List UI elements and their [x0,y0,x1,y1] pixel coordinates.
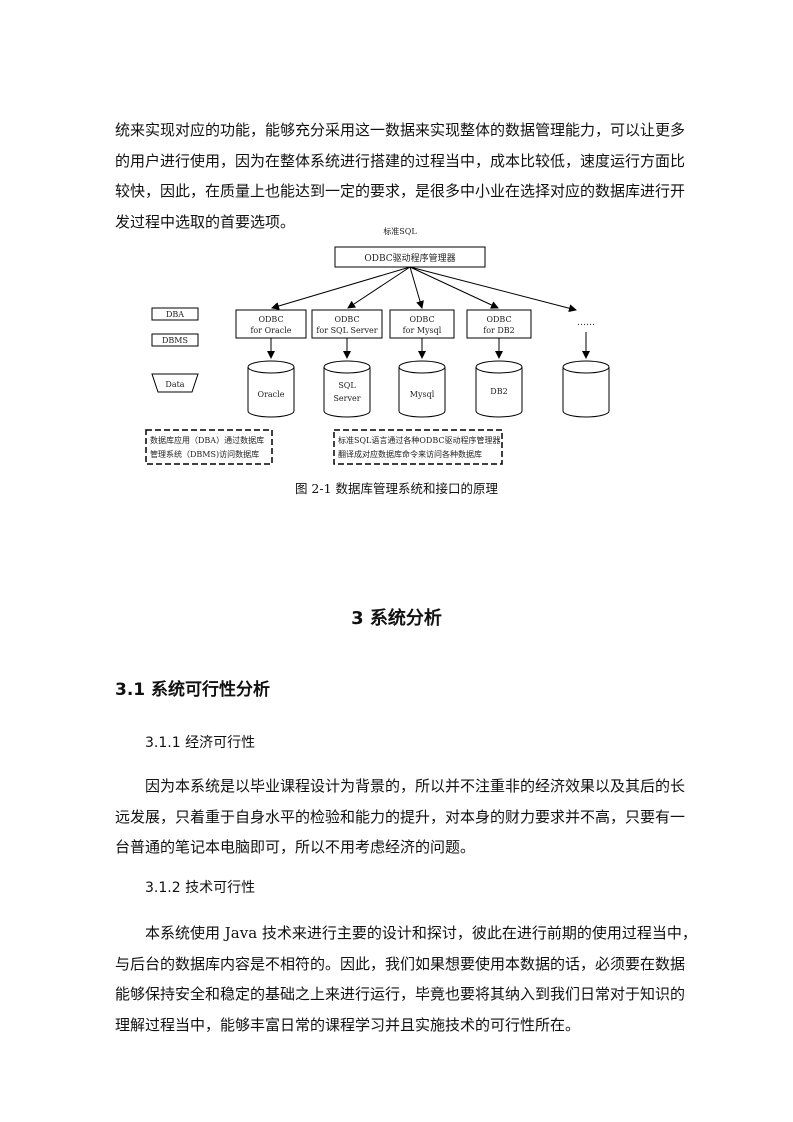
text-line: 理解过程当中，能够丰富日常的课程学习并且实施技术的可行性所在。 [115,1015,581,1034]
text-line: 台普通的笔记本电脑即可，所以不用考虑经济的问题。 [115,838,476,856]
db-label: Server [333,394,360,403]
top-label: 标准SQL [383,226,417,236]
db-label: SQL [338,381,356,390]
arrow [409,266,499,309]
db-cylinder-oracle [247,360,295,418]
text-line: 发过程中选取的首要选项。 [115,212,296,231]
arrow [409,266,424,309]
text-line: 能够保持安全和稳定的基础之上来进行运行，毕竟也要将其纳入到我们日常对于知识的 [115,985,686,1003]
text-line: 的用户进行使用，因为在整体系统进行搭建的过程当中，成本比较低，速度运行方面比 [115,151,686,170]
ellipsis: …… [577,318,595,328]
driver-label: ODBC [409,315,434,324]
db-cylinder-other [562,360,610,418]
dba-box [151,307,199,321]
chapter-title: 3 系统分析 [351,608,442,629]
odbc-diagram: 标准SQL ODBC驱动程序管理器 DBA DBMS Data ODBC for… [140,222,660,512]
driver-label: for Oracle [250,326,291,335]
figure-caption: 图 2-1 数据库管理系统和接口的原理 [294,481,499,496]
text-line: 较快，因此，在质量上也能达到一定的要求，是很多中小业在选择对应的数据库进行开 [115,182,686,200]
arrow [409,266,577,313]
driver-label: for Mysql [403,326,442,335]
note-left-line: 数据库应用（DBA）通过数据库 [150,435,264,445]
note-right-line: 标准SQL语言通过各种ODBC驱动程序管理器 [338,435,500,445]
text-line: 统来实现对应的功能，能够充分采用这一数据来实现整体的数据管理能力，可以让更多 [115,121,686,139]
arrow [347,266,411,309]
dba-label: DBA [166,310,184,319]
db-label: Oracle [258,390,285,399]
driver-label: for DB2 [483,326,515,335]
driver-label: for SQL Server [316,326,377,335]
note-left-line: 管理系统（DBMS)访问数据库 [150,449,259,459]
text-line: 本系统使用 Java 技术来进行主要的设计和探讨，彼此在进行前期的使用过程当中， [145,924,697,942]
data-shape [151,373,199,393]
economic-paragraph: 因为本系统是以毕业课程设计为背景的，所以并不注重非的经济效果以及其后的长 远发展… [115,771,720,863]
text-line: 与后台的数据库内容是不相符的。因此，我们如果想要使用本数据的话，必须要在数据 [115,954,686,973]
db-cylinder-sqlserver [323,360,371,418]
manager-label: ODBC驱动程序管理器 [364,252,455,264]
intro-paragraph: 统来实现对应的功能，能够充分采用这一数据来实现整体的数据管理能力，可以让更多 的… [115,115,720,237]
text-line: 因为本系统是以毕业课程设计为背景的，所以并不注重非的经济效果以及其后的长 [145,777,686,795]
driver-label: ODBC [334,315,359,324]
note-left-box [145,429,273,465]
driver-label: ODBC [258,315,283,324]
subsection-title-technical: 3.1.2 技术可行性 [145,880,256,896]
db-cylinder-mysql [398,360,446,418]
dbms-box [151,333,199,347]
db-label: DB2 [490,387,507,396]
db-label: Mysql [410,390,435,399]
db-cylinder-db2 [475,360,523,418]
dbms-label: DBMS [162,336,188,345]
driver-label: ODBC [486,315,511,324]
data-label: Data [165,380,184,389]
arrow [271,266,411,310]
text-line: 远发展，只着重于自身水平的检验和能力的提升，对本身的财力要求并不高，只要有一 [115,807,686,826]
note-right-line: 翻译成对应数据库命令来访问各种数据库 [338,449,482,459]
section-title: 3.1 系统可行性分析 [115,680,271,700]
technical-paragraph: 本系统使用 Java 技术来进行主要的设计和探讨，彼此在进行前期的使用过程当中，… [115,918,720,1040]
note-right-box [333,429,503,465]
subsection-title-economic: 3.1.1 经济可行性 [145,735,256,751]
